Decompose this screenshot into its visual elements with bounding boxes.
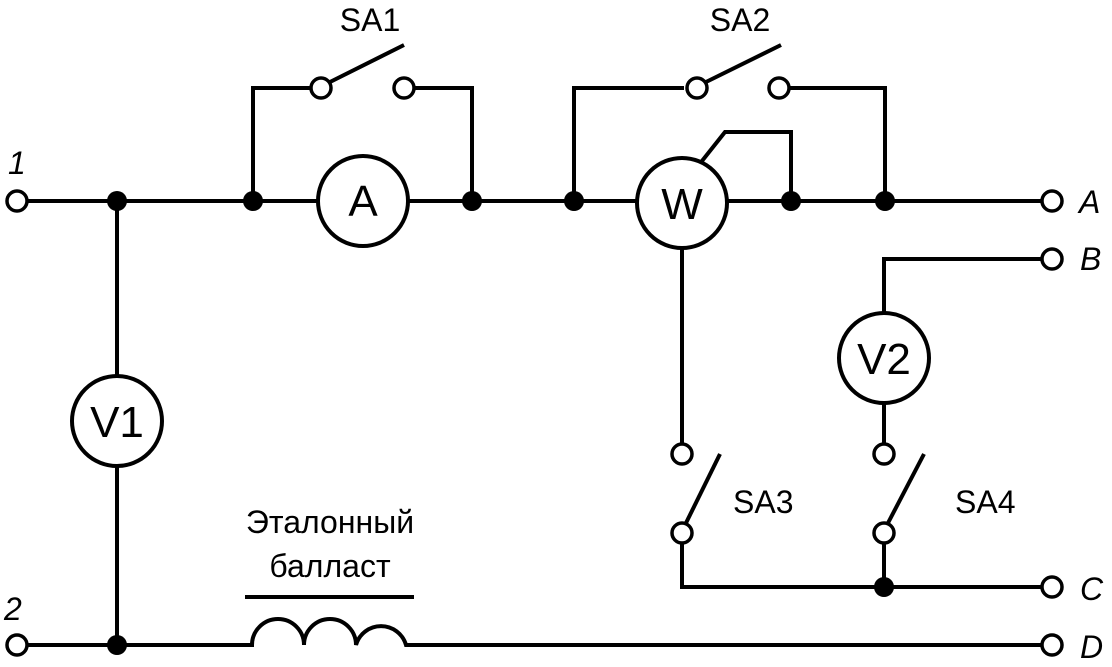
reference-ballast: Эталонный балласт	[245, 504, 414, 647]
switch-contact	[872, 442, 896, 466]
junction-node	[874, 577, 894, 597]
wires	[25, 86, 1043, 647]
junction-node	[107, 191, 127, 211]
junctions	[107, 191, 895, 655]
terminal-icon	[1040, 189, 1064, 213]
wire-b-to-v2	[882, 257, 1043, 313]
terminal-label-d: D	[1080, 629, 1103, 665]
switch-label-sa4: SA4	[955, 484, 1015, 520]
terminal-label-2: 2	[3, 591, 22, 627]
voltmeter-v2-symbol	[837, 311, 931, 405]
switch-blade	[329, 43, 405, 84]
voltmeter-v1: V1	[70, 374, 164, 468]
terminal-icon	[1040, 633, 1064, 657]
switch-contact	[685, 76, 709, 100]
terminal-label-1: 1	[8, 145, 26, 181]
junction-node	[564, 191, 584, 211]
junction-node	[462, 191, 482, 211]
switch-contact	[670, 442, 694, 466]
terminal-c: C	[1040, 571, 1104, 607]
switch-label-sa2: SA2	[710, 2, 770, 38]
ballast-label-line1: Эталонный	[246, 504, 414, 540]
switch-contact	[309, 76, 333, 100]
junction-node	[107, 635, 127, 655]
switch-contact	[670, 521, 694, 545]
terminal-2: 2	[3, 591, 29, 657]
switch-blade	[684, 453, 722, 524]
terminal-label-c: C	[1080, 571, 1104, 607]
switch-contact	[767, 76, 791, 100]
wattmeter-symbol	[635, 156, 729, 250]
wire-sa1-bypass-right	[413, 86, 474, 201]
switch-sa4: SA4	[872, 442, 1015, 545]
wire-sa2-bypass-left	[572, 86, 684, 201]
ammeter-label: A	[348, 177, 378, 226]
switch-contact	[872, 521, 896, 545]
junction-node	[781, 191, 801, 211]
terminal-b: B	[1040, 241, 1101, 277]
switch-sa2: SA2	[685, 2, 791, 100]
switch-label-sa1: SA1	[340, 2, 400, 38]
inductor-icon	[250, 617, 408, 647]
terminal-d: D	[1040, 629, 1103, 665]
voltmeter-v1-label: V1	[90, 398, 144, 447]
voltmeter-v2: V2	[837, 311, 931, 405]
wire-sa2-bypass-right	[787, 86, 887, 201]
terminal-icon	[5, 189, 29, 213]
switch-blade	[886, 453, 926, 524]
wattmeter: W	[635, 156, 729, 250]
terminal-label-a: A	[1077, 184, 1100, 220]
junction-node	[875, 191, 895, 211]
switch-label-sa3: SA3	[733, 484, 793, 520]
terminal-a: A	[1040, 184, 1100, 220]
switch-sa3: SA3	[670, 442, 793, 545]
ballast-label-line2: балласт	[269, 548, 391, 584]
ammeter-symbol	[316, 154, 410, 248]
terminal-label-b: B	[1080, 241, 1101, 277]
voltmeter-v2-label: V2	[857, 335, 911, 384]
terminal-1: 1	[5, 145, 29, 213]
wattmeter-label: W	[661, 180, 703, 229]
switch-contact	[392, 76, 416, 100]
wire-sa1-bypass-left	[251, 86, 312, 201]
switch-blade	[705, 43, 782, 84]
switch-sa1: SA1	[309, 2, 416, 100]
junction-node	[243, 191, 263, 211]
terminal-icon	[1040, 575, 1064, 599]
ammeter: A	[316, 154, 410, 248]
wire-wattmeter-coil	[696, 130, 793, 201]
voltmeter-v1-symbol	[70, 374, 164, 468]
terminal-icon	[1040, 247, 1064, 271]
wire-sa3-to-c	[680, 544, 1043, 589]
terminal-icon	[5, 633, 29, 657]
